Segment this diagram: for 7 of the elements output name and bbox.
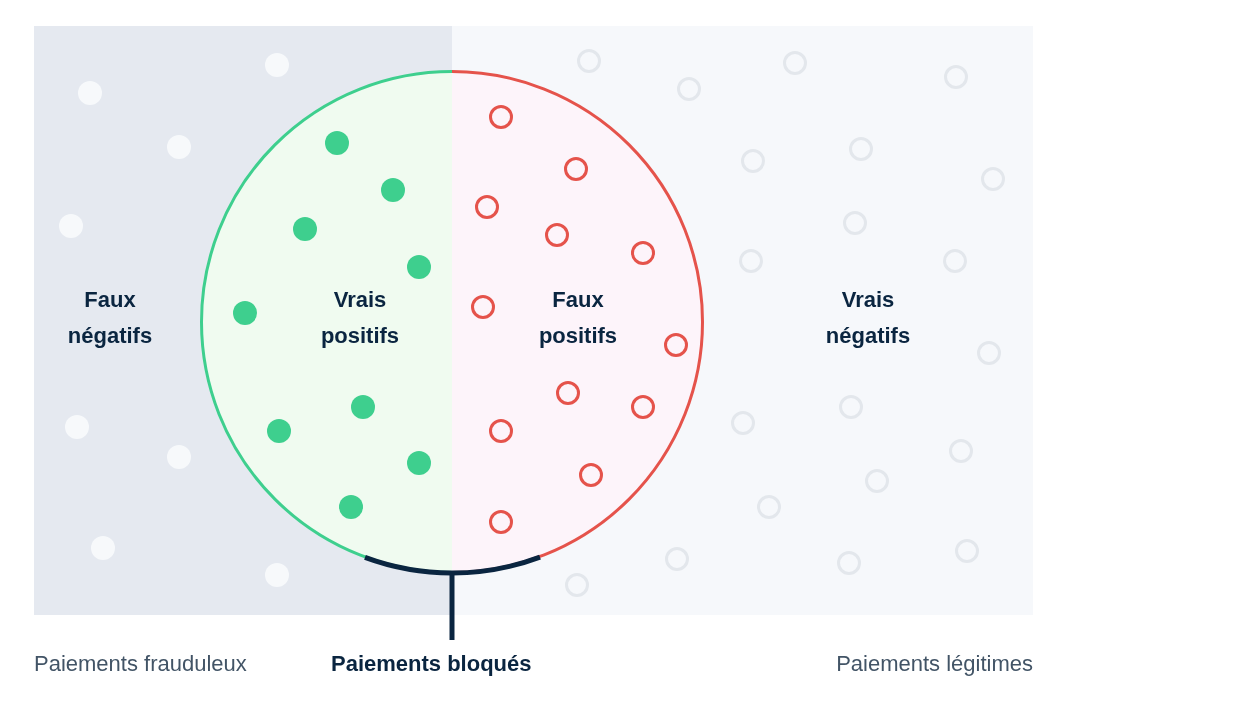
region-label: Vrais négatifs xyxy=(824,286,912,350)
category-caption: Paiements frauduleux xyxy=(34,650,247,678)
region-label: Faux négatifs xyxy=(66,286,154,350)
region-label: Faux positifs xyxy=(537,286,619,350)
category-caption: Paiements légitimes xyxy=(836,650,1033,678)
region-label: Vrais positifs xyxy=(319,286,401,350)
category-caption: Paiements bloqués xyxy=(331,650,532,678)
